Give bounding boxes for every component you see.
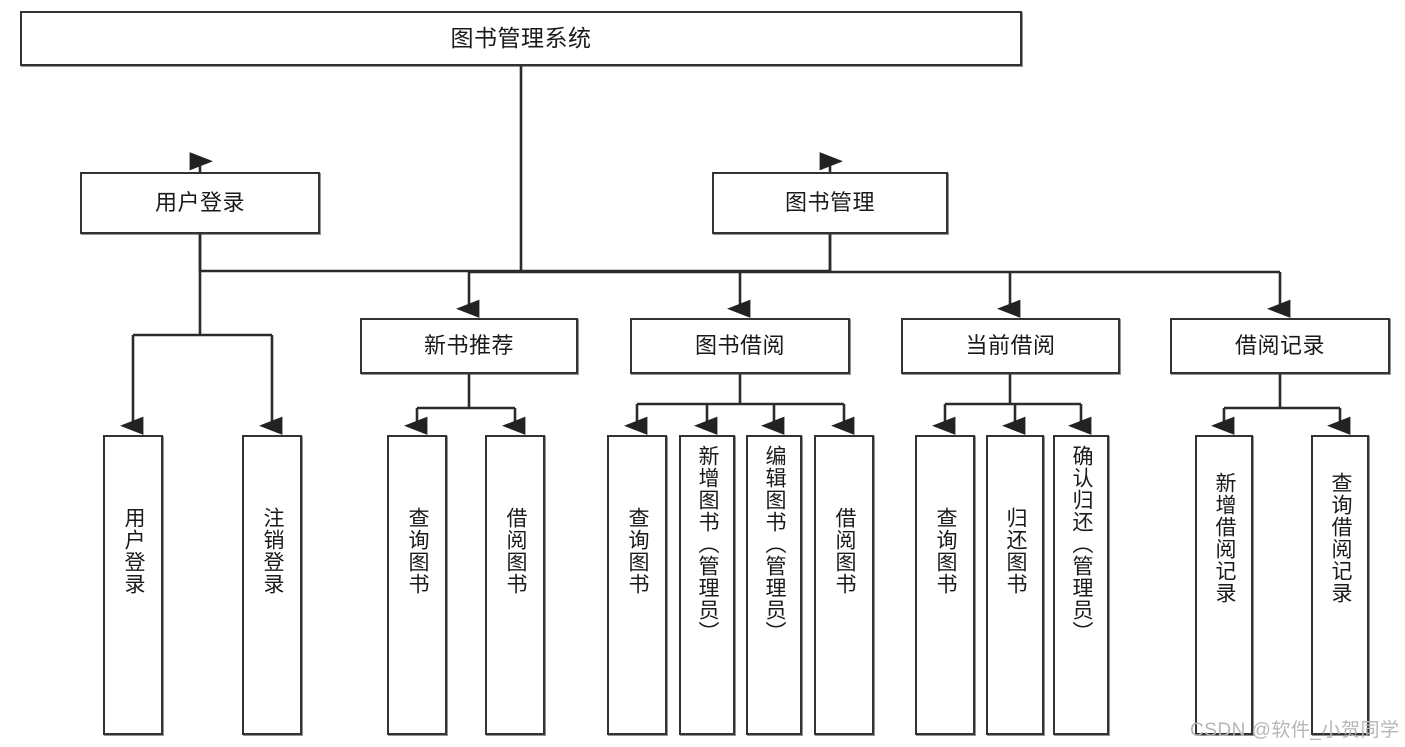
node-leaf-confirm-return[interactable]: 确认归还（管理员）: [1053, 435, 1109, 735]
node-leaf-edit-book[interactable]: 编辑图书（管理员）: [746, 435, 802, 735]
node-current-borrow-label: 当前借阅: [965, 333, 1056, 359]
node-leaf-user-login[interactable]: 用户登录: [103, 435, 163, 735]
node-leaf-add-book-label: 新增图书（管理员）: [696, 445, 720, 643]
node-new-book-rec-label: 新书推荐: [423, 333, 514, 359]
node-root-label: 图书管理系统: [450, 25, 592, 52]
node-leaf-query-book-3-label: 查询图书: [934, 507, 958, 595]
node-leaf-user-logout-label: 注销登录: [261, 507, 285, 595]
node-leaf-add-record[interactable]: 新增借阅记录: [1195, 435, 1253, 735]
node-user-login-label: 用户登录: [154, 190, 245, 216]
node-borrow-record[interactable]: 借阅记录: [1170, 318, 1390, 374]
node-book-borrow[interactable]: 图书借阅: [630, 318, 850, 374]
node-leaf-add-record-label: 新增借阅记录: [1213, 472, 1237, 604]
node-leaf-edit-book-label: 编辑图书（管理员）: [763, 445, 787, 643]
csdn-watermark: CSDN @软件_小贺同学: [1190, 720, 1400, 741]
node-borrow-record-label: 借阅记录: [1234, 333, 1325, 359]
node-leaf-borrow-book-1-label: 借阅图书: [504, 507, 528, 595]
node-book-borrow-label: 图书借阅: [694, 333, 785, 359]
node-leaf-add-book[interactable]: 新增图书（管理员）: [679, 435, 735, 735]
node-leaf-query-record[interactable]: 查询借阅记录: [1311, 435, 1369, 735]
node-new-book-rec[interactable]: 新书推荐: [360, 318, 578, 374]
node-book-manage-label: 图书管理: [784, 190, 875, 216]
node-leaf-return-book-label: 归还图书: [1004, 507, 1028, 595]
node-book-manage[interactable]: 图书管理: [712, 172, 948, 234]
node-leaf-query-book-3[interactable]: 查询图书: [915, 435, 975, 735]
node-leaf-borrow-book-2-label: 借阅图书: [833, 507, 857, 595]
node-leaf-query-book-1[interactable]: 查询图书: [387, 435, 447, 735]
node-leaf-borrow-book-1[interactable]: 借阅图书: [485, 435, 545, 735]
node-leaf-borrow-book-2[interactable]: 借阅图书: [814, 435, 874, 735]
node-current-borrow[interactable]: 当前借阅: [901, 318, 1120, 374]
node-leaf-confirm-return-label: 确认归还（管理员）: [1070, 445, 1094, 643]
node-leaf-query-book-2[interactable]: 查询图书: [607, 435, 667, 735]
node-leaf-query-record-label: 查询借阅记录: [1329, 472, 1353, 604]
node-root[interactable]: 图书管理系统: [20, 11, 1022, 66]
node-leaf-query-book-1-label: 查询图书: [406, 507, 430, 595]
node-leaf-user-login-label: 用户登录: [122, 507, 146, 595]
node-leaf-user-logout[interactable]: 注销登录: [242, 435, 302, 735]
node-user-login[interactable]: 用户登录: [80, 172, 320, 234]
node-leaf-query-book-2-label: 查询图书: [626, 507, 650, 595]
node-leaf-return-book[interactable]: 归还图书: [986, 435, 1044, 735]
